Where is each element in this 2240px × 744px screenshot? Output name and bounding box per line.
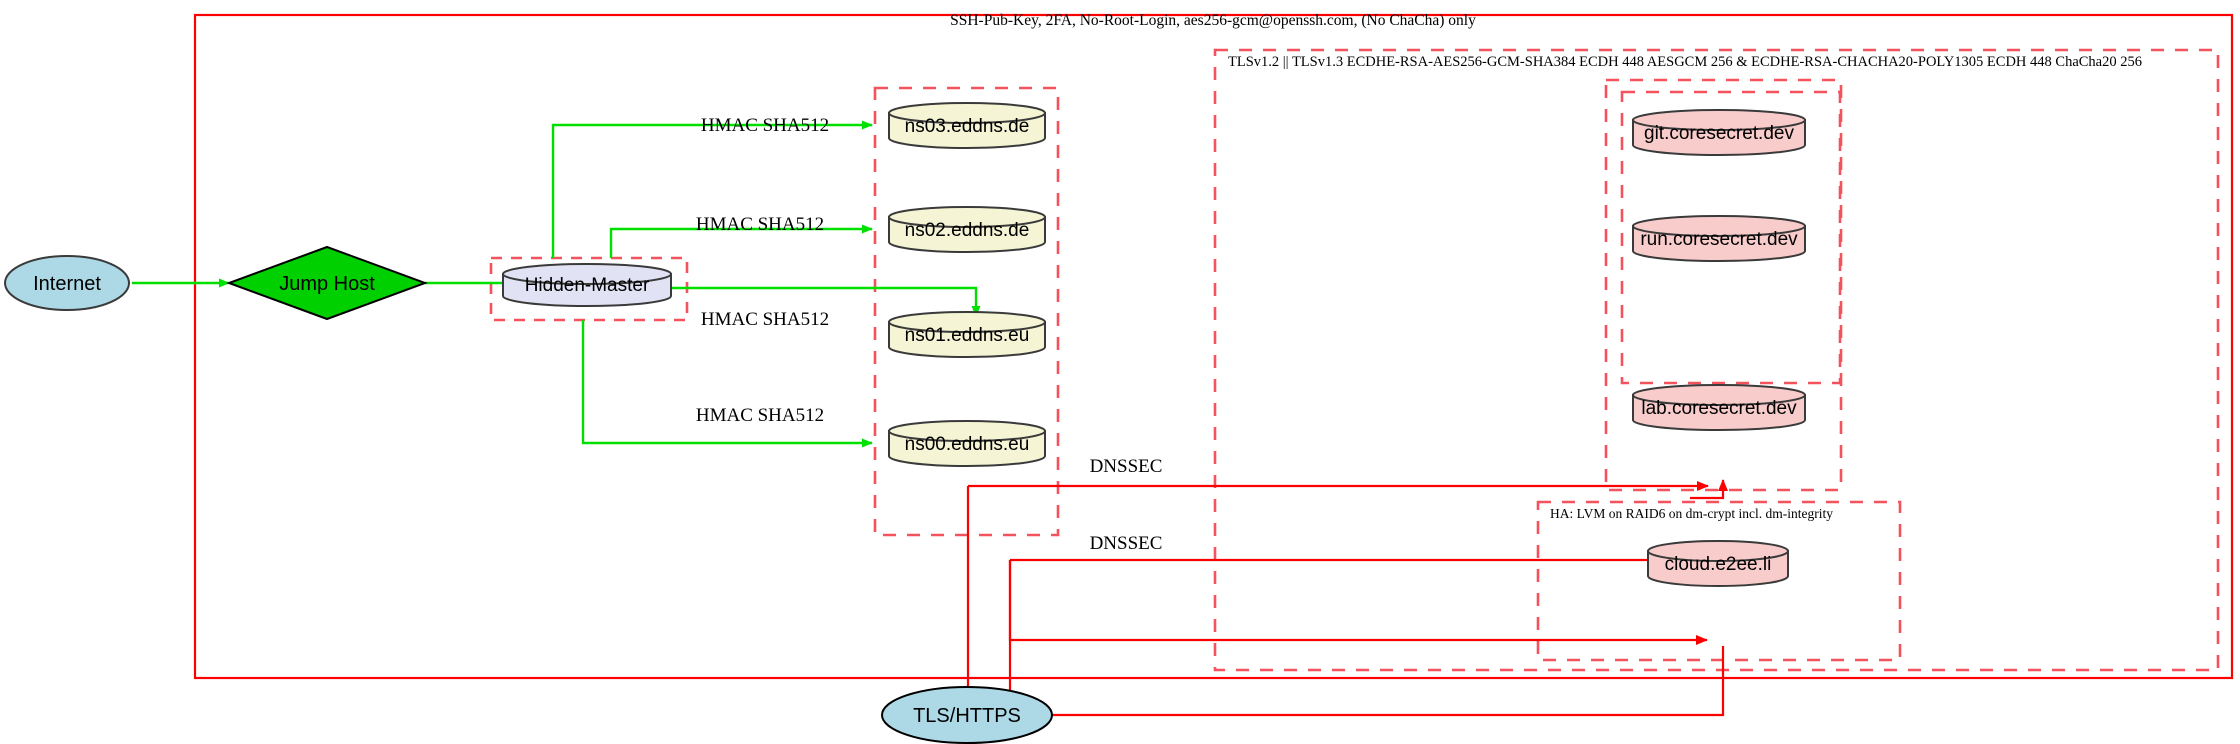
- node-run-coresecret-label: run.coresecret.dev: [1640, 229, 1798, 250]
- node-git-coresecret-label: git.coresecret.dev: [1644, 123, 1794, 144]
- node-internet[interactable]: Internet: [4, 255, 130, 311]
- edge-label-hmac-ns03: HMAC SHA512: [701, 115, 829, 136]
- edge-master-ns00: [581, 320, 873, 448]
- node-ns00[interactable]: ns00.eddns.eu: [888, 420, 1046, 467]
- node-ns02[interactable]: ns02.eddns.de: [888, 206, 1046, 253]
- ha-cluster-label: HA: LVM on RAID6 on dm-crypt incl. dm-in…: [1550, 506, 1833, 521]
- tls-cluster-label: TLSv1.2 || TLSv1.3 ECDHE-RSA-AES256-GCM-…: [1228, 54, 2142, 70]
- edge-label-dnssec-lower: DNSSEC: [1090, 533, 1163, 554]
- node-git-coresecret[interactable]: git.coresecret.dev: [1632, 109, 1806, 156]
- node-ns03-label: ns03.eddns.de: [905, 116, 1030, 137]
- edge-label-hmac-ns00: HMAC SHA512: [696, 405, 824, 426]
- edge-dnssec-upper: [966, 486, 1010, 702]
- edge-master-ns01: [670, 286, 981, 317]
- node-hidden-master-label: Hidden-Master: [525, 275, 650, 296]
- tls-cluster-box: [1213, 48, 2220, 672]
- node-cloud-e2ee-label: cloud.e2ee.li: [1665, 554, 1772, 575]
- edge-master-ns03: [551, 120, 873, 258]
- outer-boundary-box: [193, 13, 2234, 680]
- dns-cluster-box: [873, 86, 1060, 537]
- node-internet-label: Internet: [33, 273, 101, 295]
- node-ns02-label: ns02.eddns.de: [905, 220, 1030, 241]
- ha-cluster-box: [1536, 500, 1902, 662]
- node-ns01[interactable]: ns01.eddns.eu: [888, 311, 1046, 358]
- edge-dnssec-lower-rail: [1008, 560, 1708, 645]
- edge-arrow-coresecret: [1690, 479, 1728, 500]
- node-hidden-master[interactable]: Hidden-Master: [502, 263, 672, 307]
- ssh-policy-label: SSH-Pub-Key, 2FA, No-Root-Login, aes256-…: [950, 12, 1476, 29]
- edge-master-ns02: [609, 224, 873, 258]
- edge-label-hmac-ns02: HMAC SHA512: [696, 214, 824, 235]
- node-tls-https[interactable]: TLS/HTTPS: [881, 686, 1053, 744]
- edge-label-hmac-ns01: HMAC SHA512: [701, 309, 829, 330]
- node-lab-coresecret[interactable]: lab.coresecret.dev: [1632, 384, 1806, 431]
- node-run-coresecret[interactable]: run.coresecret.dev: [1632, 215, 1806, 262]
- node-ns03[interactable]: ns03.eddns.de: [888, 102, 1046, 149]
- coresecret-inner-box: [1620, 90, 1842, 385]
- node-jump-host-label: Jump Host: [279, 273, 375, 295]
- node-tls-https-label: TLS/HTTPS: [913, 705, 1021, 727]
- node-ns01-label: ns01.eddns.eu: [905, 325, 1030, 346]
- node-jump-host[interactable]: Jump Host: [226, 245, 428, 321]
- node-ns00-label: ns00.eddns.eu: [905, 434, 1030, 455]
- node-lab-coresecret-label: lab.coresecret.dev: [1641, 398, 1797, 419]
- node-cloud-e2ee[interactable]: cloud.e2ee.li: [1647, 540, 1789, 587]
- edge-label-dnssec-upper: DNSSEC: [1090, 456, 1163, 477]
- edge-tlshttps-cloud: [1052, 646, 1725, 717]
